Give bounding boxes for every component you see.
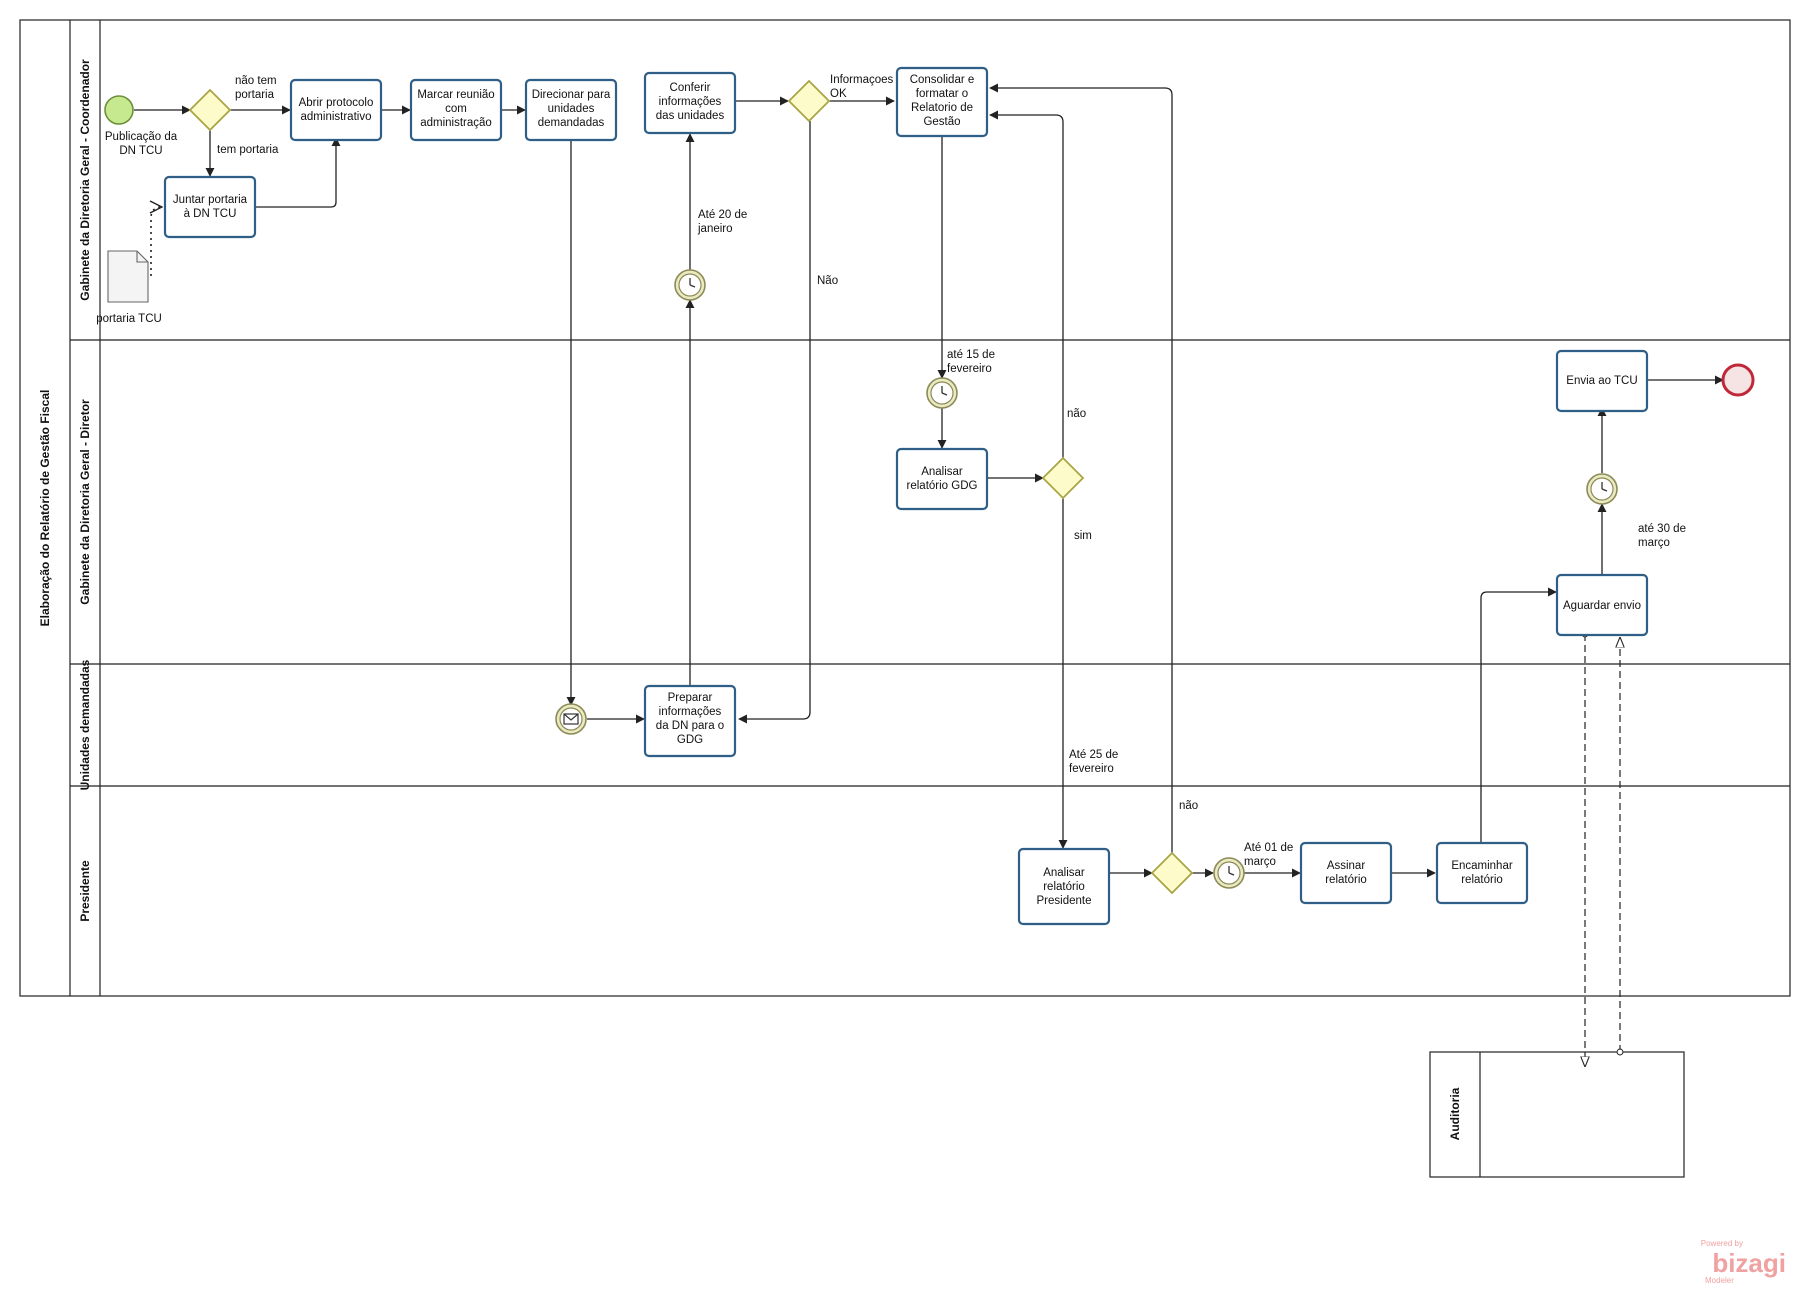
flows	[134, 83, 1724, 1066]
pool-title: Elaboração do Relatório de Gestão Fiscal	[38, 390, 52, 627]
svg-text:bizagi: bizagi	[1712, 1248, 1786, 1278]
gateway-portaria[interactable]	[188, 88, 232, 132]
start-event[interactable]	[104, 95, 134, 125]
label-doc: portaria TCU	[96, 313, 162, 325]
end-event[interactable]	[1721, 363, 1755, 397]
timer-event-ate-20-janeiro[interactable]	[674, 269, 706, 301]
document-portaria-tcu[interactable]	[107, 250, 149, 303]
flow-encaminhar-aguardar	[1480, 587, 1557, 843]
task-aguardar-envio[interactable]: Aguardar envio	[1555, 573, 1649, 637]
bizagi-logo: Powered by bizagi Modeler	[1701, 1239, 1786, 1285]
flow-juntar-abrir	[255, 137, 341, 208]
auditoria-title: Auditoria	[1448, 1087, 1462, 1140]
svg-text:Envia ao TCU: Envia ao TCU	[1566, 375, 1637, 387]
svg-text:Aguardar envio: Aguardar envio	[1563, 600, 1641, 612]
lane-title-coordenador: Gabinete da Diretoria Geral - Coordenado…	[78, 59, 92, 301]
svg-text:Powered by: Powered by	[1701, 1239, 1743, 1248]
message-event-unidades[interactable]	[555, 703, 587, 735]
gateway-presidente[interactable]	[1150, 851, 1194, 895]
flow-gateway-nao-preparar	[738, 121, 811, 724]
lane-title-diretor: Gabinete da Diretoria Geral - Diretor	[78, 399, 92, 605]
gateway-informacoes-ok[interactable]	[787, 79, 831, 123]
flow-gateway-nao-consolidar	[989, 110, 1064, 458]
label-tem-portaria: tem portaria	[217, 144, 279, 156]
association-doc-juntar	[151, 207, 162, 276]
timer-event-ate-01-marco[interactable]	[1213, 857, 1245, 889]
gateway-gdg[interactable]	[1041, 456, 1085, 500]
svg-text:Modeler: Modeler	[1705, 1276, 1734, 1285]
timer-event-ate-15-fevereiro[interactable]	[926, 377, 958, 409]
label-nao-upper: Não	[817, 275, 838, 287]
label-sim: sim	[1074, 530, 1092, 542]
flow-gateway-nao-consolidar-top	[989, 83, 1173, 853]
lane-title-presidente: Presidente	[78, 860, 92, 922]
task-envia-tcu[interactable]: Envia ao TCU	[1555, 349, 1649, 413]
pool-auditoria: Auditoria	[1429, 1051, 1685, 1178]
label-nao-presidente: não	[1179, 800, 1198, 812]
label-nao-gdg: não	[1067, 408, 1086, 420]
timer-event-ate-30-marco[interactable]	[1586, 473, 1618, 505]
lane-title-unidades: Unidades demandadas	[78, 659, 92, 790]
